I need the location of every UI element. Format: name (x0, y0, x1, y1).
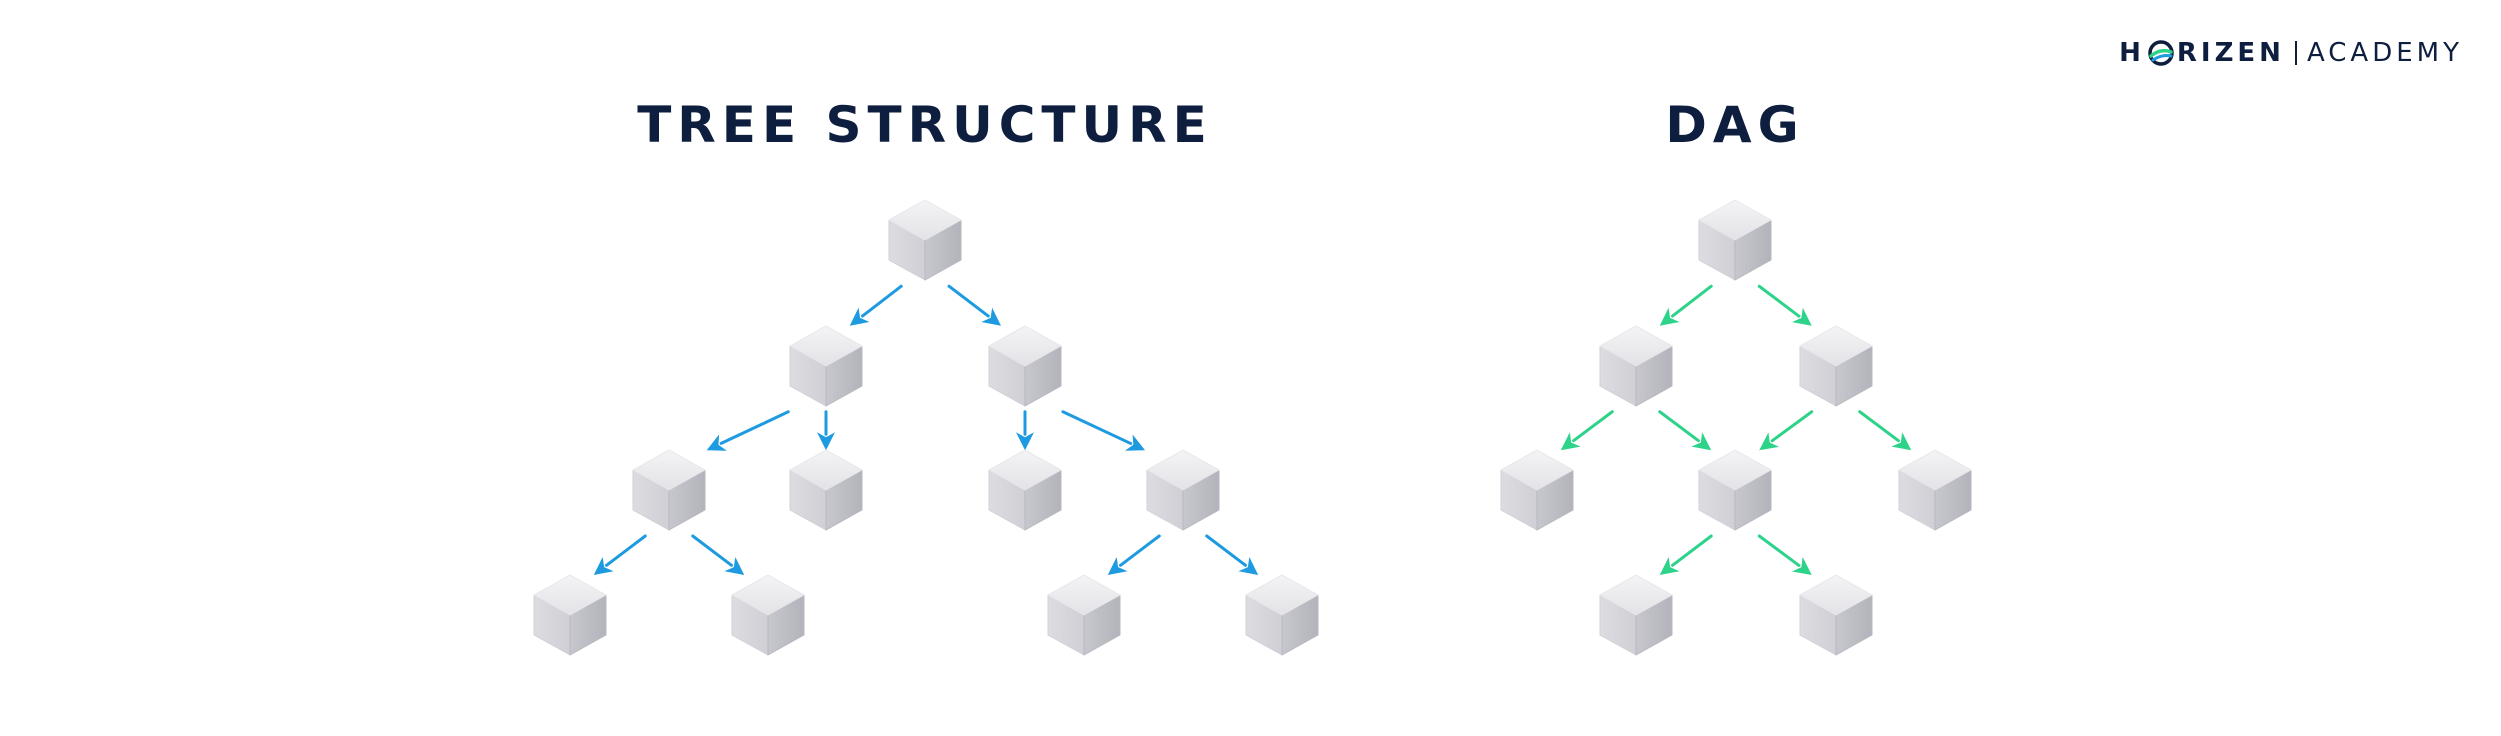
dag-arrow-m-to-my (1757, 534, 1812, 575)
horizen-o-icon (2148, 40, 2174, 66)
dag-node-my (1799, 574, 1873, 656)
dag-node-rr (1898, 449, 1972, 531)
tree-node-b2 (1146, 449, 1220, 531)
tree-arrow-root-to-a (849, 284, 903, 326)
dag-node-l (1599, 325, 1673, 407)
tree-arrow-root-to-b (947, 284, 1001, 326)
tree-arrow-a-to-a2 (817, 410, 835, 451)
tree-arrow-b2-to-b2x (1107, 534, 1161, 575)
dag-arrow-r-to-m (1759, 410, 1814, 451)
tree-arrow-b2-to-b2y (1205, 534, 1259, 575)
tree-arrow-a1-to-a1x (593, 534, 647, 575)
tree-node-a1x (533, 574, 607, 656)
tree-node-a2 (789, 449, 863, 531)
logo-brand: H RIZEN (2119, 38, 2285, 68)
dag-arrow-m-to-mx (1659, 534, 1713, 575)
tree-arrow-a-to-a1 (706, 410, 790, 451)
tree-node-a1 (632, 449, 706, 531)
edges-layer (593, 284, 1912, 575)
dag-node-ll (1500, 449, 1574, 531)
tree-node-b2y (1245, 574, 1319, 656)
logo-brand-start: H (2119, 38, 2145, 68)
nodes-layer (533, 199, 1972, 656)
dag-node-r (1799, 325, 1873, 407)
horizen-academy-logo: H RIZEN ACADEMY (2119, 38, 2463, 68)
dag-arrow-root-to-r (1757, 284, 1812, 326)
tree-arrow-b-to-b2 (1061, 410, 1146, 451)
logo-divider (2294, 41, 2297, 65)
dag-node-mx (1599, 574, 1673, 656)
tree-arrow-a1-to-a1y (691, 534, 745, 575)
tree-node-b (988, 325, 1062, 407)
dag-title: DAG (1665, 96, 1805, 154)
tree-arrow-b-to-b1 (1016, 410, 1034, 451)
logo-sub: ACADEMY (2306, 38, 2463, 68)
dag-arrow-l-to-m (1658, 410, 1712, 451)
tree-node-b2x (1047, 574, 1121, 656)
tree-node-root (888, 199, 962, 281)
tree-node-b1 (988, 449, 1062, 531)
dag-node-m (1698, 449, 1772, 531)
dag-arrow-r-to-rr (1858, 410, 1912, 451)
dag-node-root (1698, 199, 1772, 281)
tree-node-a (789, 325, 863, 407)
tree-structure-title: TREE STRUCTURE (637, 96, 1213, 154)
tree-node-a1y (731, 574, 805, 656)
dag-arrow-l-to-ll (1560, 410, 1614, 451)
dag-arrow-root-to-l (1659, 284, 1713, 326)
logo-brand-end: RIZEN (2176, 38, 2285, 68)
